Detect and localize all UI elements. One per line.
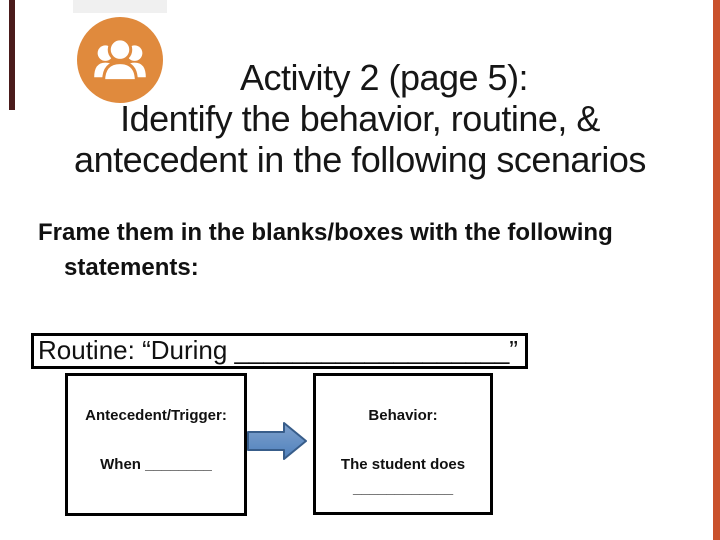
instruction-line-1: Frame them in the blanks/boxes with the … bbox=[38, 219, 613, 246]
slide-title: Activity 2 (page 5): Identify the behavi… bbox=[10, 57, 710, 180]
left-edge-bar bbox=[9, 0, 15, 110]
title-line-3: antecedent in the following scenarios bbox=[74, 139, 646, 180]
instruction-line-2: statements: bbox=[64, 254, 199, 281]
right-edge-bar bbox=[713, 0, 720, 540]
antecedent-box: Antecedent/Trigger: When ________ bbox=[65, 373, 247, 516]
title-line-2: Identify the behavior, routine, & bbox=[120, 98, 600, 139]
people-icon bbox=[77, 17, 163, 103]
right-block-arrow-icon bbox=[247, 422, 308, 460]
behavior-box: Behavior: The student does ____________ bbox=[313, 373, 493, 515]
routine-label: Routine: “During ___________________” bbox=[38, 335, 518, 365]
behavior-heading: Behavior: bbox=[368, 407, 438, 424]
behavior-prompt: The student does bbox=[340, 456, 466, 473]
people-icon-svg bbox=[77, 17, 163, 103]
icon-placeholder-strip bbox=[73, 0, 167, 13]
behavior-blank: ____________ bbox=[352, 480, 454, 497]
routine-box: Routine: “During ___________________” bbox=[31, 333, 528, 369]
antecedent-heading: Antecedent/Trigger: bbox=[85, 407, 227, 424]
instruction-text: Frame them in the blanks/boxes with the … bbox=[38, 215, 678, 285]
title-line-1: Activity 2 (page 5): bbox=[239, 57, 529, 98]
antecedent-prompt: When ________ bbox=[100, 456, 212, 473]
arrow-svg bbox=[247, 422, 307, 460]
